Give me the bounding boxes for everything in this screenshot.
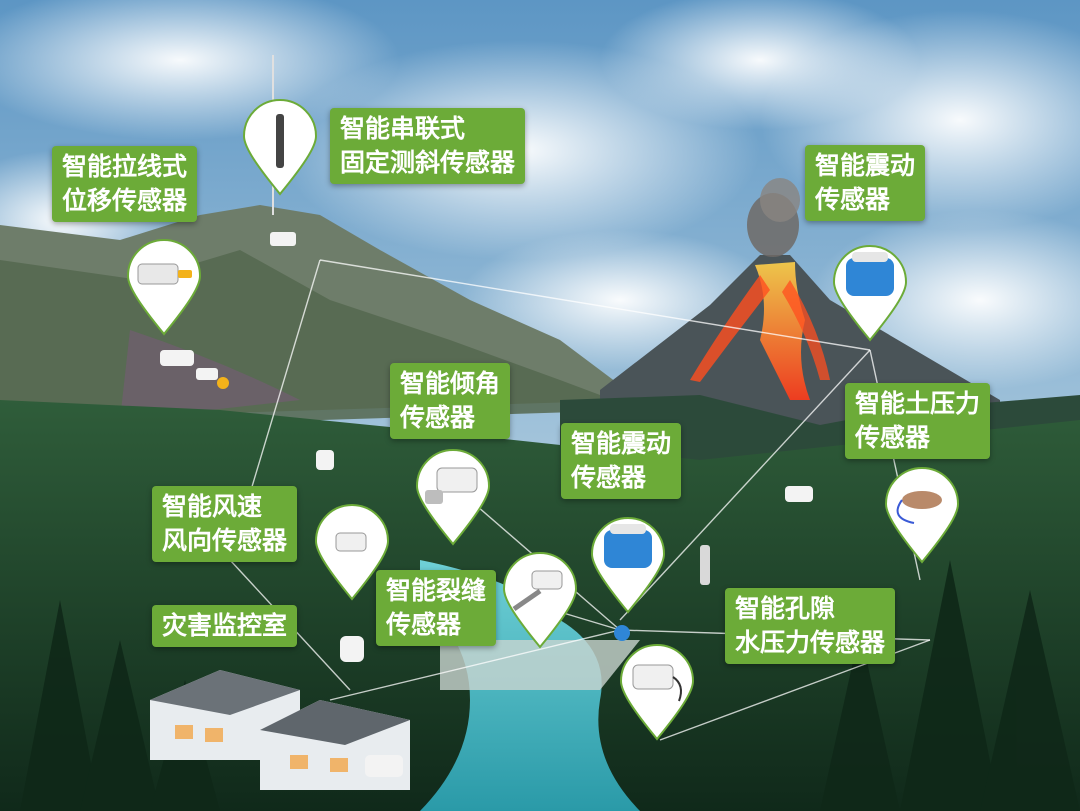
label-line-1: 智能震动 — [571, 429, 672, 458]
label-line-1: 智能裂缝 — [386, 576, 487, 605]
pore-pressure-sensor-icon — [632, 664, 674, 690]
ground-devices — [160, 55, 813, 777]
label-control-room: 灾害监控室 — [152, 605, 298, 647]
pin-wind[interactable] — [314, 504, 390, 601]
crack-sensor-icon — [531, 570, 563, 590]
pin-wire-displacement[interactable] — [126, 239, 202, 336]
label-line-1: 智能孔隙 — [735, 594, 836, 623]
pin-pore-pressure[interactable] — [619, 644, 695, 741]
label-crack: 智能裂缝 传感器 — [376, 570, 497, 646]
tilt-sensor-icon — [436, 467, 478, 493]
label-vibration-river: 智能震动 传感器 — [561, 423, 682, 499]
vibration-sensor-icon — [604, 530, 652, 568]
label-line-2: 风向传感器 — [162, 526, 288, 555]
label-line-1: 智能风速 — [162, 492, 263, 521]
label-line-1: 智能串联式 — [340, 114, 466, 143]
inclinometer-icon — [276, 114, 284, 168]
pin-soil-pressure[interactable] — [884, 467, 960, 564]
dam — [440, 640, 640, 690]
pin-tilt[interactable] — [415, 449, 491, 546]
label-line-2: 传感器 — [386, 610, 462, 639]
label-line-1: 智能震动 — [815, 151, 916, 180]
label-line-2: 位移传感器 — [62, 186, 188, 215]
vibration-sensor-icon — [846, 258, 894, 296]
label-line-2: 传感器 — [571, 463, 647, 492]
label-tilt: 智能倾角 传感器 — [390, 363, 511, 439]
pin-crack[interactable] — [502, 552, 578, 649]
label-line-1: 灾害监控室 — [162, 611, 288, 640]
label-line-2: 水压力传感器 — [735, 628, 886, 657]
soil-pressure-sensor-icon — [902, 491, 942, 509]
label-line-1: 智能倾角 — [400, 369, 501, 398]
label-serial-inclinometer: 智能串联式 固定测斜传感器 — [330, 108, 526, 184]
displacement-sensor-icon — [137, 263, 179, 285]
wind-sensor-icon — [335, 532, 367, 552]
label-line-2: 传感器 — [400, 403, 476, 432]
pin-serial-inclinometer[interactable] — [242, 99, 318, 196]
label-wire-displacement: 智能拉线式 位移传感器 — [52, 146, 198, 222]
pin-vibration-volcano[interactable] — [832, 245, 908, 342]
label-soil-pressure: 智能土压力 传感器 — [845, 383, 991, 459]
label-pore-pressure: 智能孔隙 水压力传感器 — [725, 588, 896, 664]
label-line-2: 固定测斜传感器 — [340, 148, 516, 177]
label-line-2: 传感器 — [855, 423, 931, 452]
label-line-1: 智能拉线式 — [62, 152, 188, 181]
pin-vibration-river[interactable] — [590, 517, 666, 614]
label-vibration-volcano: 智能震动 传感器 — [805, 145, 926, 221]
label-wind: 智能风速 风向传感器 — [152, 486, 298, 562]
label-line-2: 传感器 — [815, 185, 891, 214]
label-line-1: 智能土压力 — [855, 389, 981, 418]
